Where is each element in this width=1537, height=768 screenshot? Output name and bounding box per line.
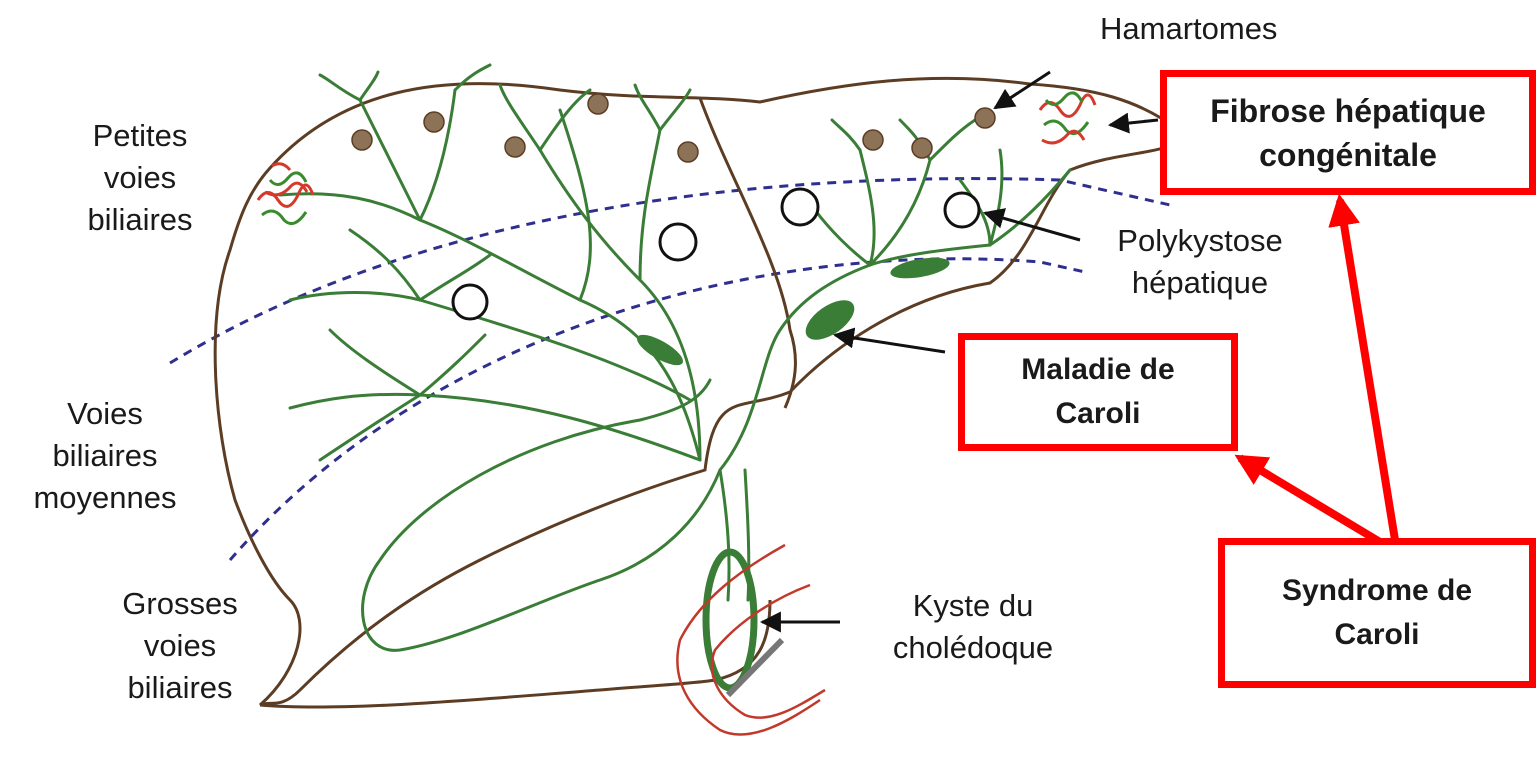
label-grosses-voies: Grosses voies biliaires — [100, 583, 260, 709]
label-petites-voies: Petites voies biliaires — [70, 115, 210, 241]
syndrome-line-1: Syndrome de — [1282, 569, 1472, 613]
hamartoma-icon — [505, 137, 525, 157]
fibrose-line-2: congénitale — [1259, 133, 1437, 177]
box-fibrose-hepatique: Fibrose hépatique congénitale — [1160, 70, 1536, 195]
polykystose-line-2: hépatique — [1100, 262, 1300, 304]
box-maladie-caroli: Maladie de Caroli — [958, 333, 1238, 451]
label-polykystose: Polykystose hépatique — [1100, 220, 1300, 304]
maladie-line-1: Maladie de — [1021, 348, 1174, 392]
arrow-icon — [1340, 200, 1395, 540]
petites-line-3: biliaires — [70, 199, 210, 241]
zone-boundary-lower — [230, 259, 1085, 560]
cyst-icon — [660, 224, 696, 260]
arrow-icon — [1110, 120, 1158, 125]
hamartoma-icon — [678, 142, 698, 162]
hamartomes-text: Hamartomes — [1100, 8, 1277, 50]
hamartoma-icon — [352, 130, 372, 150]
fibrose-line-1: Fibrose hépatique — [1210, 89, 1486, 133]
hamartoma-icon — [588, 94, 608, 114]
syndrome-line-2: Caroli — [1334, 613, 1419, 657]
label-hamartomes: Hamartomes — [1100, 8, 1277, 50]
arrow-icon — [1240, 458, 1385, 545]
moyennes-line-1: Voies — [10, 393, 200, 435]
moyennes-line-2: biliaires — [10, 435, 200, 477]
grosses-line-2: voies — [100, 625, 260, 667]
grosses-line-1: Grosses — [100, 583, 260, 625]
petites-line-1: Petites — [70, 115, 210, 157]
hamartoma-icon — [863, 130, 883, 150]
cyst-icon — [945, 193, 979, 227]
maladie-line-2: Caroli — [1055, 392, 1140, 436]
cyst-icon — [453, 285, 487, 319]
hamartoma-icon — [975, 108, 995, 128]
arrow-icon — [995, 72, 1050, 108]
polykystose-line-1: Polykystose — [1100, 220, 1300, 262]
cyst-icon — [782, 189, 818, 225]
kyste-line-2: cholédoque — [868, 627, 1078, 669]
arrow-icon — [835, 335, 945, 352]
liver-lobe-divider — [700, 98, 795, 408]
moyennes-line-3: moyennes — [10, 477, 200, 519]
petites-line-2: voies — [70, 157, 210, 199]
arrow-icon — [985, 213, 1080, 240]
label-voies-moyennes: Voies biliaires moyennes — [10, 393, 200, 519]
hamartoma-icon — [424, 112, 444, 132]
grosses-line-3: biliaires — [100, 667, 260, 709]
fibrosis-icon — [1040, 93, 1095, 143]
cysts — [453, 189, 979, 319]
liver-lower-lobe — [260, 600, 770, 707]
hamartoma-icon — [912, 138, 932, 158]
label-kyste-choledoque: Kyste du cholédoque — [868, 585, 1078, 669]
kyste-line-1: Kyste du — [868, 585, 1078, 627]
box-syndrome-caroli: Syndrome de Caroli — [1218, 538, 1536, 688]
